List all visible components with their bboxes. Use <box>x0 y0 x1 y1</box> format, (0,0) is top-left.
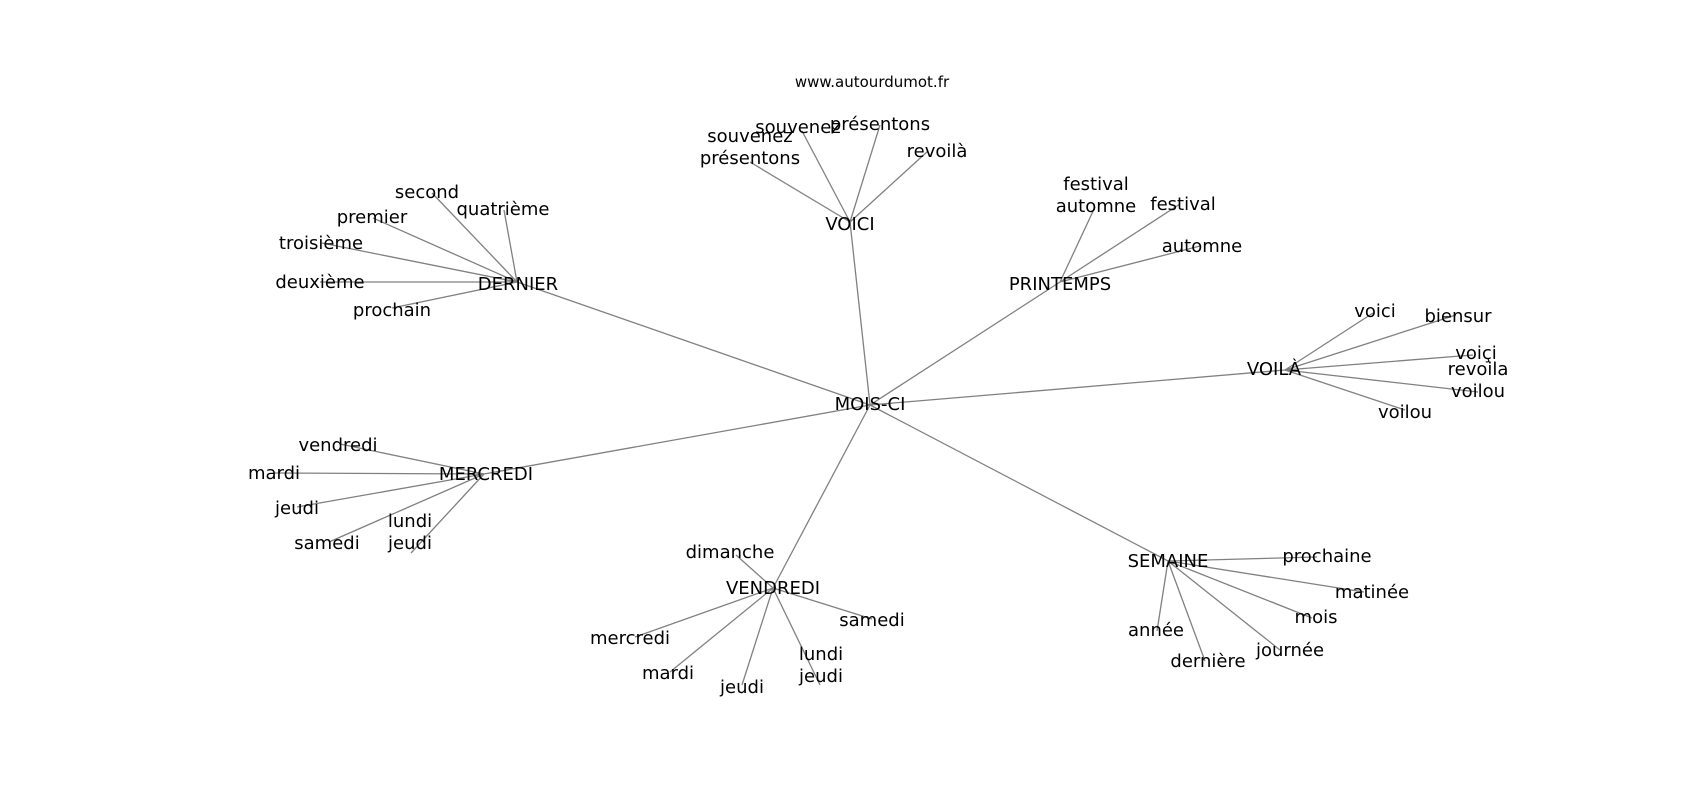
edge-semaine-mois <box>1167 560 1313 619</box>
edge-voici-presentons <box>849 124 881 223</box>
edge-semaine-derniere <box>1167 560 1206 662</box>
edges-layer <box>273 124 1479 686</box>
leaf-node-semaine-journee: journée <box>1255 640 1324 661</box>
edge-semaine-prochaine <box>1167 556 1318 562</box>
edge-center-semaine <box>869 404 1169 562</box>
leaf-node-semaine-derniere: dernière <box>1170 651 1245 672</box>
leaf-node-vendredi-mercredi: mercredi <box>590 628 670 649</box>
hub-node-semaine: SEMAINE <box>1128 551 1209 572</box>
edge-mercredi-samedi <box>328 473 485 543</box>
edge-center-vendredi <box>772 404 871 589</box>
edge-mercredi-lundi-jeudi <box>410 473 485 554</box>
leaf-node-vendredi-samedi: samedi <box>839 610 904 631</box>
edge-center-dernier <box>516 281 871 406</box>
edge-voila-voilou <box>1284 369 1406 411</box>
hub-node-printemps: PRINTEMPS <box>1009 274 1111 295</box>
center-node-label: MOIS-CI <box>835 394 906 415</box>
leaf-node-printemps-automne: automne <box>1162 236 1243 257</box>
hub-node-vendredi: VENDREDI <box>726 578 820 599</box>
edge-printemps-automne <box>1059 245 1201 283</box>
edge-mercredi-jeudi <box>296 473 485 508</box>
leaf-node-vendredi-dimanche: dimanche <box>686 542 775 563</box>
edge-center-voici <box>849 221 871 406</box>
leaf-node-mercredi-vendredi: vendredi <box>298 435 377 456</box>
hub-node-voici: VOICI <box>825 214 874 235</box>
leaf-node-voila-voici: voici <box>1354 301 1396 322</box>
edge-vendredi-jeudi <box>741 587 774 686</box>
edge-printemps-festival-automne <box>1059 206 1096 283</box>
edge-center-mercredi <box>483 404 871 475</box>
edge-dernier-premier <box>372 217 518 283</box>
hub-node-voila: VOILÀ <box>1247 358 1302 380</box>
leaf-node-vendredi-mardi: mardi <box>642 663 694 684</box>
edge-semaine-journee <box>1167 560 1281 651</box>
leaf-node-dernier-prochain: prochain <box>353 300 431 321</box>
edge-center-voila <box>869 369 1286 406</box>
edge-dernier-quatrieme <box>503 209 518 283</box>
leaf-node-semaine-annee: année <box>1128 620 1184 641</box>
leaf-node-dernier-premier: premier <box>337 207 408 228</box>
hub-node-mercredi: MERCREDI <box>439 464 533 485</box>
edge-center-printemps <box>869 281 1061 406</box>
edge-semaine-matinee <box>1167 560 1365 593</box>
edge-voila-voici <box>1284 312 1374 371</box>
leaf-node-semaine-matinee: matinée <box>1335 582 1409 603</box>
edge-voici-revoila <box>849 150 929 223</box>
leaf-node-semaine-prochaine: prochaine <box>1282 546 1371 567</box>
leaf-node-voici-presentons: présentons <box>830 114 930 135</box>
leaf-node-dernier-second: second <box>395 182 459 203</box>
edge-printemps-festival <box>1059 203 1181 283</box>
edge-dernier-prochain <box>391 281 518 309</box>
edge-voila-voici <box>1284 354 1474 371</box>
edge-dernier-troisieme <box>321 242 518 283</box>
edge-voici-souvenez-presentons <box>749 161 851 223</box>
leaf-node-semaine-mois: mois <box>1295 607 1338 628</box>
edge-voila-biensur <box>1284 314 1457 371</box>
leaf-node-mercredi-samedi: samedi <box>294 533 359 554</box>
leaf-node-voici-revoila: revoilà <box>907 141 968 162</box>
edge-vendredi-lundi-jeudi <box>772 587 821 686</box>
edge-voila-revoila-voilou <box>1284 369 1479 393</box>
leaf-node-dernier-troisieme: troisième <box>279 233 363 254</box>
source-caption: www.autourdumot.fr <box>795 73 950 91</box>
leaf-node-voici-souvenez: souvenez <box>755 117 840 138</box>
leaf-node-voila-voilou: voilou <box>1378 402 1432 423</box>
edge-mercredi-vendredi <box>339 443 485 475</box>
leaf-node-voila-biensur: biensur <box>1424 306 1492 327</box>
edge-vendredi-mercredi <box>634 587 774 638</box>
leaf-node-vendredi-jeudi: jeudi <box>719 677 764 698</box>
leaf-node-dernier-quatrieme: quatrième <box>456 199 549 220</box>
edge-vendredi-dimanche <box>735 554 774 589</box>
hub-node-dernier: DERNIER <box>478 274 558 295</box>
leaf-node-voila-voici: voiçi <box>1455 343 1497 364</box>
edge-semaine-annee <box>1156 560 1169 632</box>
leaf-node-mercredi-mardi: mardi <box>248 463 300 484</box>
leaf-node-printemps-festival: festival <box>1150 194 1216 215</box>
edge-dernier-second <box>431 192 518 283</box>
leaf-node-mercredi-jeudi: jeudi <box>274 498 319 519</box>
edge-vendredi-samedi <box>772 587 873 620</box>
leaf-node-dernier-deuxieme: deuxième <box>275 272 364 293</box>
edge-mercredi-mardi <box>273 472 485 475</box>
edge-voici-souvenez <box>801 130 851 223</box>
edge-vendredi-mardi <box>669 587 774 673</box>
